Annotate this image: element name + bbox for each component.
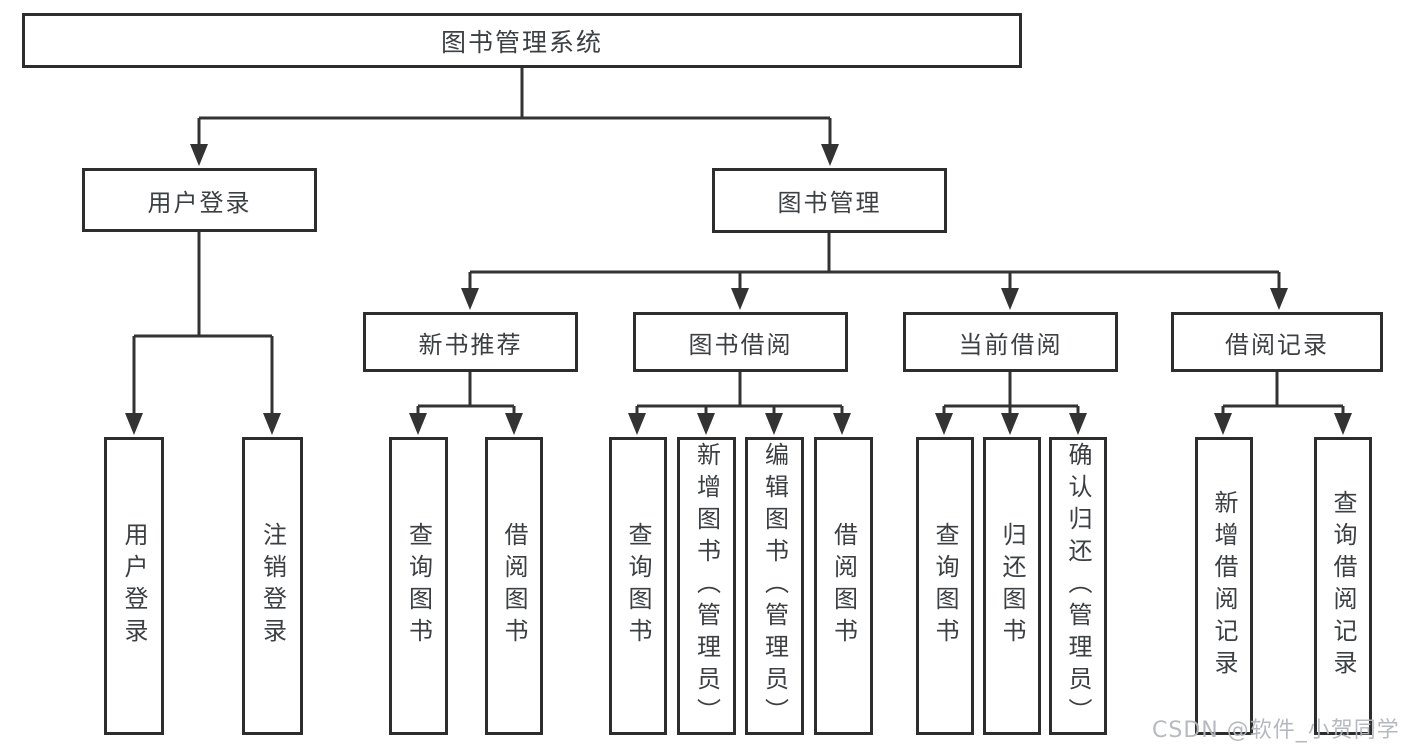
connector-book-management-fork [461, 233, 1288, 310]
node-label: 用户登录 [147, 188, 252, 217]
leaf-label: 编辑图书（管理员） [760, 442, 789, 730]
node-label: 新书推荐 [418, 330, 523, 359]
leaf-label: 查询借阅记录 [1329, 490, 1357, 682]
node-label: 图书借阅 [688, 330, 793, 359]
arrowhead [190, 144, 208, 166]
leaf-label: 借阅图书 [500, 522, 528, 650]
leaf-label: 注销登录 [258, 522, 287, 650]
leaf-label: 用户登录 [120, 522, 148, 650]
leaf-label: 归还图书 [998, 522, 1026, 650]
arrowhead [821, 144, 839, 166]
connector-new-book-fork [409, 372, 523, 435]
connector-borrow-record-fork [1214, 372, 1352, 435]
leaf-query-books-1: 查询图书 [389, 437, 448, 735]
node-book-management: 图书管理 [712, 168, 947, 233]
leaf-label: 查询图书 [624, 522, 652, 650]
arrowhead [263, 413, 281, 435]
leaf-edit-book-admin: 编辑图书（管理员） [745, 437, 804, 735]
arrowhead [697, 413, 715, 435]
leaf-label: 确认归还（管理员） [1064, 442, 1092, 730]
node-label: 当前借阅 [958, 330, 1063, 359]
connector-user-login-fork [125, 232, 281, 435]
node-user-login: 用户登录 [82, 168, 317, 232]
leaf-label: 查询图书 [404, 522, 433, 650]
connector-root-fork [190, 68, 839, 166]
arrowhead [461, 288, 479, 310]
node-label: 借阅记录 [1225, 330, 1329, 359]
node-label: 图书管理系统 [440, 27, 603, 57]
leaf-add-book-admin: 新增图书（管理员） [677, 437, 736, 735]
leaf-logout: 注销登录 [242, 437, 303, 735]
leaf-query-books-2: 查询图书 [609, 437, 667, 735]
node-book-borrow: 图书借阅 [633, 312, 848, 372]
node-label: 图书管理 [777, 189, 882, 217]
arrowhead [628, 413, 646, 435]
connector-book-borrow-fork [628, 372, 851, 435]
arrowhead [1334, 413, 1352, 435]
node-root-system: 图书管理系统 [22, 13, 1022, 68]
leaf-label: 新增借阅记录 [1210, 490, 1238, 682]
leaf-confirm-return-admin: 确认归还（管理员） [1049, 437, 1107, 735]
arrowhead [731, 288, 749, 310]
node-current-borrow: 当前借阅 [903, 312, 1118, 372]
leaf-label: 新增图书（管理员） [692, 442, 721, 730]
leaf-borrow-books-1: 借阅图书 [485, 437, 543, 735]
arrowhead [1270, 288, 1288, 310]
leaf-borrow-books-2: 借阅图书 [814, 437, 873, 735]
leaf-user-login: 用户登录 [104, 437, 164, 735]
leaf-label: 借阅图书 [829, 522, 858, 650]
node-new-book-recommend: 新书推荐 [363, 312, 578, 372]
leaf-label: 查询图书 [931, 522, 959, 650]
watermark-text: CSDN @软件_小贺同学 [1152, 718, 1400, 743]
arrowhead [765, 413, 783, 435]
arrowhead [1001, 288, 1019, 310]
leaf-return-book: 归还图书 [983, 437, 1041, 735]
arrowhead [505, 413, 523, 435]
arrowhead [1214, 413, 1232, 435]
arrowhead [833, 413, 851, 435]
arrowhead [935, 413, 953, 435]
arrowhead [1069, 413, 1087, 435]
leaf-add-borrow-record: 新增借阅记录 [1195, 437, 1253, 735]
arrowhead [125, 413, 143, 435]
leaf-query-books-3: 查询图书 [916, 437, 974, 735]
node-borrow-record: 借阅记录 [1171, 312, 1383, 372]
leaf-query-borrow-record: 查询借阅记录 [1314, 437, 1372, 735]
connector-current-borrow-fork [935, 372, 1087, 435]
arrowhead [1001, 413, 1019, 435]
arrowhead [409, 413, 427, 435]
